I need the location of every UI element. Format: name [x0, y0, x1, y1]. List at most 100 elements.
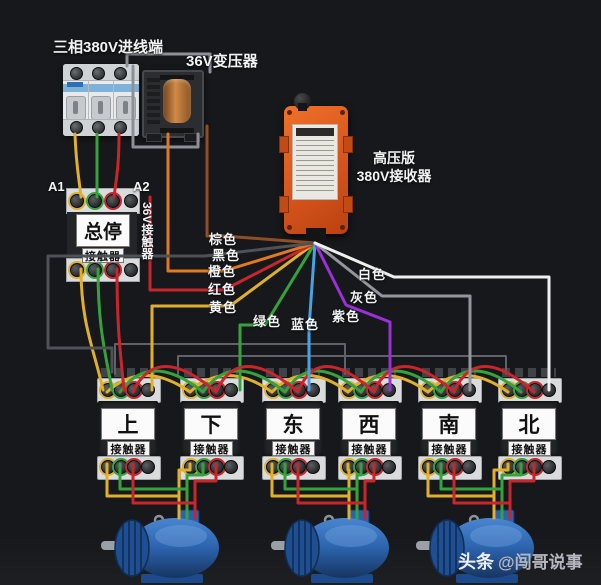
contactor-nameplate: 下: [184, 408, 238, 440]
breaker-toggle-lever: [116, 96, 136, 120]
contactor-up: 上 接触器: [97, 368, 161, 480]
terminal-screw: [224, 460, 238, 474]
terminal-screw: [515, 460, 529, 474]
terminal-screw: [106, 263, 120, 277]
terminal-screw: [435, 383, 449, 397]
contactor-pins: [342, 368, 396, 377]
contactor-caption: 接触器: [82, 248, 124, 263]
terminal-screw: [528, 383, 542, 397]
breaker-pole-divider: [113, 80, 114, 120]
terminal-screw: [355, 460, 369, 474]
receiver-label-line1: 高压版: [373, 150, 415, 166]
wire-label-white: 白色: [358, 267, 387, 282]
contactor-nameplate: 西: [342, 408, 396, 440]
terminal-screw: [292, 383, 306, 397]
main-contactor-side-label: 36V接触器: [140, 202, 154, 260]
terminal-screw: [127, 460, 141, 474]
contactor-pins: [422, 368, 476, 377]
terminal-screw: [114, 460, 128, 474]
breaker-terminal-screw: [70, 67, 83, 80]
contactor-caption: 接触器: [272, 441, 315, 456]
receiver-corner-screw: [287, 110, 292, 115]
contactor-west: 西 接触器: [338, 368, 402, 480]
breaker-blue-band: [63, 84, 139, 92]
terminal-screw: [542, 383, 556, 397]
breaker-pole-divider: [88, 80, 89, 120]
master-stop-contactor: 总停 接触器: [66, 188, 140, 282]
motor-illustration: [271, 509, 389, 583]
terminal-screw: [184, 460, 198, 474]
breaker-terminal-screw: [114, 121, 127, 134]
terminal-screw: [422, 383, 436, 397]
contactor-nameplate: 北: [502, 408, 556, 440]
transformer-foot: [184, 133, 200, 142]
terminal-screw: [88, 194, 102, 208]
motor-illustration: [101, 509, 219, 583]
terminal-screw: [448, 460, 462, 474]
receiver-side-clip: [343, 196, 353, 213]
receiver-side-clip: [343, 136, 353, 153]
watermark: 头条@闯哥说事: [458, 548, 583, 574]
terminal-screw: [70, 194, 84, 208]
terminal-screw: [88, 263, 102, 277]
motor-illustration: [416, 509, 534, 583]
terminal-screw: [448, 383, 462, 397]
breaker-terminal-screw: [92, 67, 105, 80]
terminal-screw: [306, 460, 320, 474]
terminal-screw: [210, 383, 224, 397]
transformer-laminations: [147, 78, 160, 124]
terminal-screw: [124, 263, 138, 277]
terminal-screw: [210, 460, 224, 474]
transformer-copper-coil: [163, 79, 191, 123]
breaker-terminal-screw: [92, 121, 105, 134]
contactor-down: 下 接触器: [180, 368, 244, 480]
breaker-terminal-screw: [70, 121, 83, 134]
transformer-36v: [142, 70, 204, 142]
terminal-screw: [184, 383, 198, 397]
motor-1: [101, 508, 231, 585]
terminal-screw: [124, 194, 138, 208]
terminal-screw: [435, 460, 449, 474]
receiver-side-clip: [279, 196, 289, 213]
terminal-screw: [502, 383, 516, 397]
contactor-pins: [266, 368, 320, 377]
contactor-nameplate: 上: [101, 408, 155, 440]
terminal-screw: [368, 383, 382, 397]
terminal-screw: [342, 383, 356, 397]
terminal-screw: [127, 383, 141, 397]
terminal-screw: [141, 383, 155, 397]
wire-label-gray: 灰色: [350, 290, 379, 305]
terminal-screw: [279, 460, 293, 474]
terminal-screw: [382, 383, 396, 397]
terminal-screw: [462, 383, 476, 397]
terminal-screw: [368, 460, 382, 474]
terminal-screw: [342, 460, 356, 474]
circuit-breaker: [63, 64, 139, 136]
contactor-east: 东 接触器: [262, 368, 326, 480]
terminal-screw: [279, 383, 293, 397]
terminal-screw: [355, 383, 369, 397]
contactor-pins: [101, 368, 155, 377]
contactor-nameplate: 东: [266, 408, 320, 440]
contactor-pins: [502, 368, 556, 377]
terminal-screw: [542, 460, 556, 474]
contactor-nameplate: 南: [422, 408, 476, 440]
contactor-south: 南 接触器: [418, 368, 482, 480]
terminal-screw: [266, 383, 280, 397]
terminal-screw: [224, 383, 238, 397]
master-stop-nameplate: 总停: [76, 214, 130, 247]
terminal-screw: [114, 383, 128, 397]
terminal-screw: [422, 460, 436, 474]
terminal-a2-label: A2: [133, 179, 150, 194]
receiver-label-line2: 380V接收器: [356, 168, 432, 184]
wire-label-yellow: 黄色: [209, 300, 238, 315]
watermark-site: 头条: [458, 552, 494, 572]
terminal-screw: [197, 383, 211, 397]
terminal-screw: [382, 460, 396, 474]
terminal-screw: [515, 383, 529, 397]
motor-3: [416, 508, 546, 585]
receiver-corner-screw: [340, 110, 345, 115]
terminal-screw: [462, 460, 476, 474]
contactor-caption: 接触器: [428, 441, 471, 456]
